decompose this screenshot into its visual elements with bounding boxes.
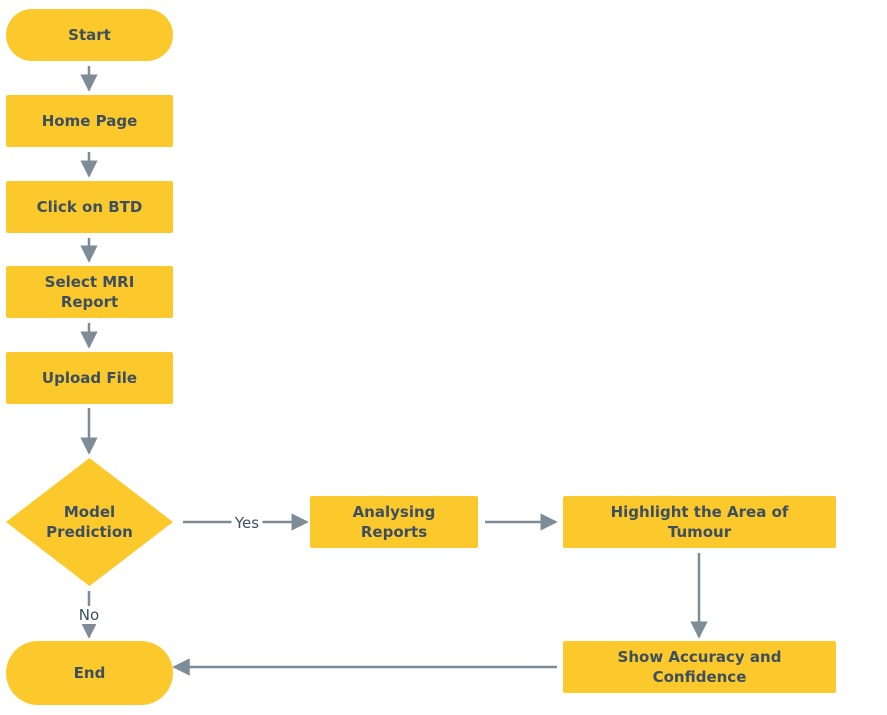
node-label-highlight: Highlight the Area of <box>611 503 789 521</box>
node-upload: Upload File <box>6 352 173 404</box>
edge-label-no: No <box>79 606 99 624</box>
node-select: Select MRI Report <box>6 266 173 318</box>
node-label-select: Select MRI <box>45 273 135 291</box>
node-label-start: Start <box>68 26 111 44</box>
process-box <box>6 266 173 318</box>
node-click: Click on BTD <box>6 181 173 233</box>
node-label-select: Report <box>61 293 118 311</box>
node-label-highlight: Tumour <box>668 523 732 541</box>
process-box <box>310 496 478 548</box>
process-box <box>6 181 173 233</box>
node-home: Home Page <box>6 95 173 147</box>
node-label-accuracy: Confidence <box>653 668 747 686</box>
node-end: End <box>6 641 173 705</box>
node-start: Start <box>6 9 173 61</box>
process-box <box>563 641 836 693</box>
edge-label-yes: Yes <box>234 514 259 532</box>
node-label-analyse: Reports <box>361 523 427 541</box>
edges-layer <box>80 66 708 676</box>
node-label-click: Click on BTD <box>37 198 143 216</box>
node-label-upload: Upload File <box>42 369 137 387</box>
process-box <box>6 352 173 404</box>
terminal-shape <box>6 641 173 705</box>
node-label-home: Home Page <box>42 112 138 130</box>
node-label-accuracy: Show Accuracy and <box>618 648 782 666</box>
edge-label-background <box>78 606 100 624</box>
decision-diamond <box>6 458 173 586</box>
edge-label-background <box>231 514 263 532</box>
process-box <box>6 95 173 147</box>
node-label-end: End <box>74 664 106 682</box>
terminal-shape <box>6 9 173 61</box>
node-highlight: Highlight the Area of Tumour <box>563 496 836 548</box>
node-label-decision: Prediction <box>46 523 133 541</box>
process-box <box>563 496 836 548</box>
node-label-analyse: Analysing <box>353 503 436 521</box>
node-label-decision: Model <box>64 503 115 521</box>
